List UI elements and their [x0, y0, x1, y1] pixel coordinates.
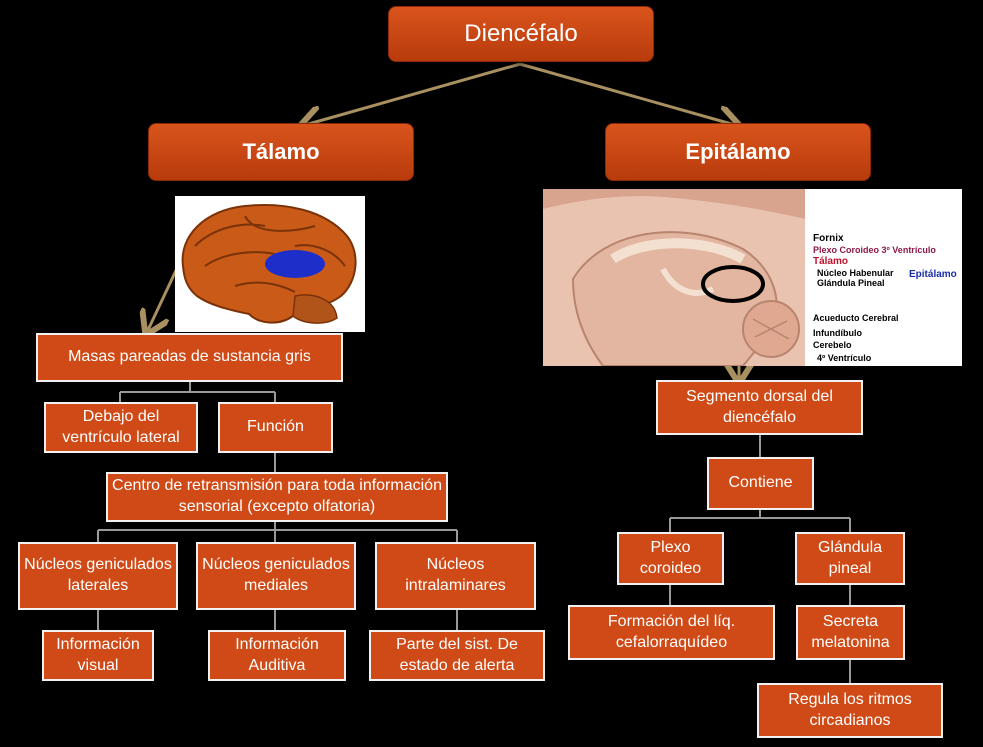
pineal-info-text: Secreta melatonina [811, 612, 890, 651]
label-epitalamo: Epitálamo [909, 269, 957, 280]
thalamus-tree-lines [97, 382, 458, 630]
nucleus-intralaminar-text: Núcleos intralaminares [405, 556, 506, 594]
node-talamo: Tálamo [148, 123, 414, 181]
pineal-info2: Regula los ritmos circadianos [757, 683, 943, 738]
label-habenular: Núcleo Habenular [817, 268, 894, 278]
root-label: Diencéfalo [464, 20, 578, 48]
thalamus-relay: Centro de retransmisión para toda inform… [106, 472, 448, 522]
plexus-info-text: Formación del líq. cefalorraquídeo [607, 612, 736, 651]
sagittal-section-figure: Fornix Plexo Coroideo 3º Ventrículo Tála… [543, 189, 962, 366]
epithalamus-contains: Contiene [707, 457, 814, 510]
epithalamus-desc-text: Segmento dorsal del diencéfalo [686, 387, 833, 426]
thalamus-desc: Masas pareadas de sustancia gris [36, 333, 343, 382]
info-visual-text: Información visual [56, 635, 140, 674]
nucleus-lateral-text: Núcleos geniculados laterales [24, 556, 172, 594]
label-ventriculo: 4º Ventrículo [817, 353, 872, 363]
label-talamo: Tálamo [813, 256, 849, 267]
label-plexo: Plexo Coroideo 3º Ventrículo [813, 245, 936, 255]
thalamus-function: Función [218, 402, 333, 453]
pineal-node-text: Glándula pineal [817, 538, 883, 577]
arrow-root-thalamus [305, 62, 521, 125]
talamo-label: Tálamo [242, 138, 320, 164]
thalamus-function-text: Función [247, 418, 304, 436]
pineal-node: Glándula pineal [795, 532, 905, 585]
label-infundibulo: Infundíbulo [813, 328, 862, 338]
info-auditiva: Información Auditiva [208, 630, 346, 681]
label-pineal: Glándula Pineal [817, 278, 885, 288]
plexus-node-text: Plexo coroideo [639, 538, 702, 577]
plexus-info: Formación del líq. cefalorraquídeo [568, 605, 775, 660]
epitalamo-label: Epitálamo [685, 138, 791, 164]
thalamus-relay-text: Centro de retransmisión para toda inform… [112, 477, 442, 515]
label-cerebelo: Cerebelo [813, 340, 852, 350]
label-fornix: Fornix [813, 233, 844, 244]
epithalamus-contains-text: Contiene [728, 474, 793, 492]
nucleus-intralaminar: Núcleos intralaminares [375, 542, 536, 610]
plexus-node: Plexo coroideo [617, 532, 724, 585]
thalamus-location: Debajo del ventrículo lateral [44, 402, 198, 453]
info-alerta: Parte del sist. De estado de alerta [369, 630, 545, 681]
info-auditiva-text: Información Auditiva [235, 635, 319, 674]
nucleus-medial: Núcleos geniculados mediales [196, 542, 356, 610]
root-node-diencefalo: Diencéfalo [388, 6, 654, 62]
nucleus-lateral: Núcleos geniculados laterales [18, 542, 178, 610]
label-acueducto: Acueducto Cerebral [813, 313, 899, 323]
epithalamus-desc: Segmento dorsal del diencéfalo [656, 380, 863, 435]
arrow-root-epithalamus [519, 62, 735, 125]
pineal-info: Secreta melatonina [796, 605, 905, 660]
node-epitalamo: Epitálamo [605, 123, 871, 181]
brain-illustration [175, 196, 365, 332]
nucleus-medial-text: Núcleos geniculados mediales [202, 556, 350, 594]
thalamus-desc-text: Masas pareadas de sustancia gris [68, 348, 311, 366]
pineal-info2-text: Regula los ritmos circadianos [788, 690, 912, 729]
epithalamus-tree-lines [669, 435, 851, 683]
arrow-brain-desc [148, 261, 182, 330]
info-alerta-text: Parte del sist. De estado de alerta [396, 635, 518, 674]
info-visual: Información visual [42, 630, 154, 681]
thalamus-location-text: Debajo del ventrículo lateral [62, 407, 180, 446]
